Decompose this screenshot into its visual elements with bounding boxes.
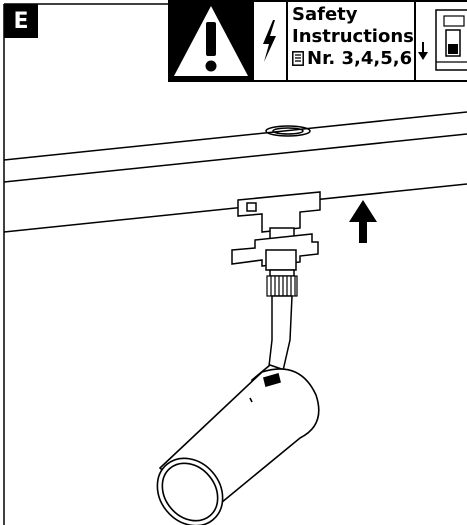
arrow-up-icon: [349, 200, 377, 243]
safety-title-line2: Instructions: [292, 26, 414, 47]
track-adapter: [231, 191, 321, 277]
document-icon: [292, 51, 304, 66]
spotlight-stem: [267, 295, 293, 376]
safety-title-line1: Safety: [292, 4, 358, 25]
safety-text-panel: Safety Instructions Nr. 3,4,5,6: [288, 0, 416, 82]
warning-panel: [168, 0, 254, 82]
arrow-down-icon: [418, 42, 428, 60]
safety-ref-line: Nr. 3,4,5,6: [292, 48, 413, 70]
warning-triangle-icon: [174, 6, 248, 76]
knurled-nut: [266, 275, 298, 297]
spotlight-body: [156, 364, 320, 525]
safety-ref: Nr. 3,4,5,6: [307, 48, 413, 69]
electric-hazard-panel: [254, 0, 288, 82]
step-badge: E: [4, 4, 38, 38]
safety-header: Safety Instructions Nr. 3,4,5,6: [168, 0, 467, 84]
circuit-breaker-switch-icon: [418, 9, 467, 71]
lightning-bolt-icon: [263, 20, 276, 62]
power-off-panel: [416, 0, 467, 82]
ceiling-track-rail: [3, 111, 467, 233]
